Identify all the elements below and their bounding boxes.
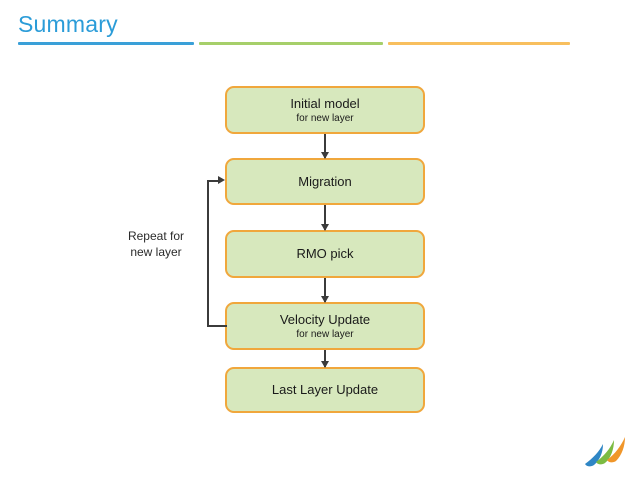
title-rule-orange bbox=[388, 42, 570, 45]
title-rule-blue bbox=[18, 42, 194, 45]
flow-box-migration-title: Migration bbox=[298, 173, 352, 189]
flow-box-velocity-update-subtitle: for new layer bbox=[296, 328, 354, 340]
flow-box-last-layer-update-title: Last Layer Update bbox=[271, 382, 379, 397]
loop-label-line2: new layer bbox=[130, 245, 182, 259]
logo-swoosh-green bbox=[596, 440, 614, 465]
logo-swoosh-blue bbox=[585, 444, 603, 467]
title-rule-green bbox=[199, 42, 383, 45]
flow-box-last-layer-update[interactable]: Last Layer Update bbox=[225, 367, 425, 413]
flow-box-initial-model-title: Initial model bbox=[290, 95, 360, 111]
arrow-initial-to-migration bbox=[321, 134, 329, 159]
loop-label: Repeat for new layer bbox=[112, 228, 200, 260]
loop-segment-bottom bbox=[207, 325, 227, 327]
flow-box-velocity-update-title: Velocity Update bbox=[279, 311, 371, 327]
flow-box-migration[interactable]: Migration bbox=[225, 158, 425, 205]
company-logo bbox=[583, 434, 627, 470]
loop-segment-top bbox=[207, 180, 221, 182]
flow-box-initial-model[interactable]: Initial model for new layer bbox=[225, 86, 425, 134]
loop-label-line1: Repeat for bbox=[127, 229, 185, 243]
logo-swoosh-orange bbox=[607, 437, 625, 463]
flow-box-velocity-update[interactable]: Velocity Update for new layer bbox=[225, 302, 425, 350]
arrow-migration-to-rmo bbox=[321, 205, 329, 231]
flow-box-rmo-pick[interactable]: RMO pick bbox=[225, 230, 425, 278]
flow-box-rmo-pick-title: RMO pick bbox=[296, 246, 354, 261]
arrow-velocity-to-last-layer bbox=[321, 350, 329, 368]
arrow-rmo-to-velocity bbox=[321, 278, 329, 303]
flow-box-initial-model-subtitle: for new layer bbox=[296, 112, 354, 124]
page-title: Summary bbox=[18, 11, 118, 37]
loop-segment-vertical bbox=[207, 180, 209, 327]
loop-arrowhead-icon bbox=[218, 176, 225, 184]
